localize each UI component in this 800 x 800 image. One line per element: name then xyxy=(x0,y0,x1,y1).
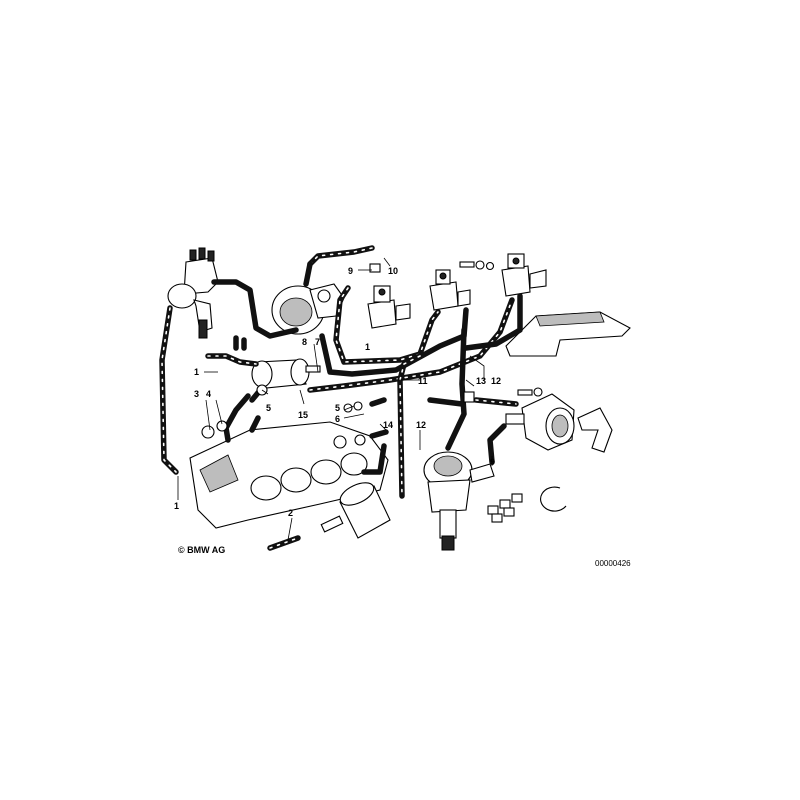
callout-8: 8 xyxy=(302,337,307,347)
vacuum-pump xyxy=(271,283,345,335)
switching-valve-1 xyxy=(367,285,411,329)
callout-14: 14 xyxy=(383,420,393,430)
hose-clamp-ring xyxy=(540,486,567,512)
callout-12-top: 12 xyxy=(491,376,501,386)
bolt-and-washers xyxy=(459,260,495,271)
document-number: 00000426 xyxy=(595,559,631,568)
callout-9-bottom: 9 xyxy=(490,457,495,467)
callout-7: 7 xyxy=(315,337,320,347)
hose-piece-2 xyxy=(267,535,301,551)
callout-labels: 1 1 1 2 3 4 5 5 6 7 8 9 9 10 11 12 12 13… xyxy=(174,266,501,518)
callout-1-left: 1 xyxy=(194,367,199,377)
switching-valve-2 xyxy=(429,269,471,311)
clip-set xyxy=(487,493,523,523)
callout-5-left: 5 xyxy=(266,403,271,413)
distributor xyxy=(167,247,219,339)
callout-2: 2 xyxy=(288,508,293,518)
copyright-notice: © BMW AG xyxy=(178,545,225,555)
mounting-bracket xyxy=(505,311,631,357)
vacuum-hoses xyxy=(159,245,523,499)
callout-3: 3 xyxy=(194,389,199,399)
callout-4: 4 xyxy=(206,389,211,399)
callout-13: 13 xyxy=(476,376,486,386)
vacuum-diaphragm xyxy=(505,387,613,453)
callout-15: 15 xyxy=(298,410,308,420)
filter-canister xyxy=(320,482,391,539)
hose-clamps xyxy=(201,263,475,439)
intake-manifold xyxy=(189,421,389,529)
callout-9-top: 9 xyxy=(348,266,353,276)
air-pump-valve xyxy=(423,451,495,551)
switching-valve-3 xyxy=(501,253,547,297)
callout-1-centre: 1 xyxy=(365,342,370,352)
callout-12-bottom: 12 xyxy=(416,420,426,430)
callout-6: 6 xyxy=(335,414,340,424)
callout-10: 10 xyxy=(388,266,398,276)
leader-lines xyxy=(177,257,493,541)
callout-11: 11 xyxy=(418,376,428,386)
callout-1-bottom-left: 1 xyxy=(174,501,179,511)
callout-5-right: 5 xyxy=(335,403,340,413)
vacuum-reservoir xyxy=(251,358,321,389)
